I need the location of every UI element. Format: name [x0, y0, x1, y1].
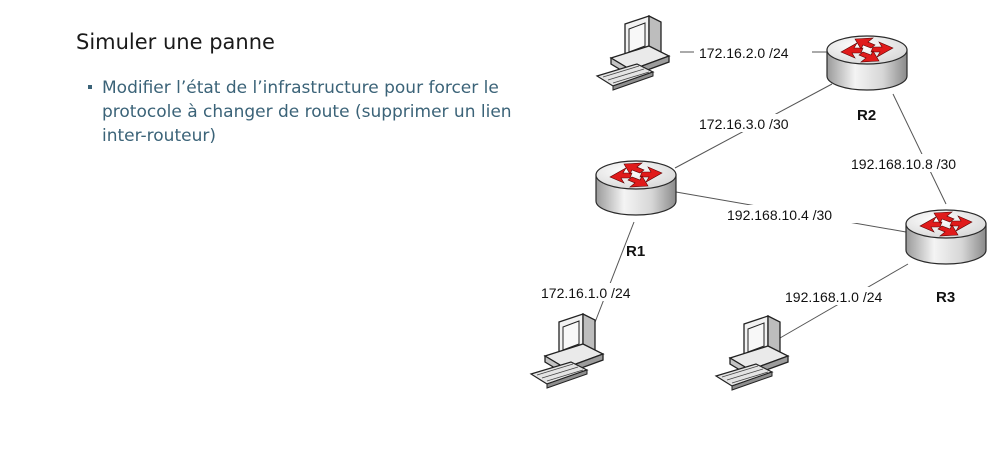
net-label-172-16-3: 172.16.3.0 /30 [699, 116, 789, 132]
computer-r3-icon [715, 315, 789, 391]
net-label-192-168-1: 192.168.1.0 /24 [785, 289, 883, 305]
router-label-r1: R1 [626, 243, 645, 260]
computer-r1-icon [530, 313, 604, 389]
bullet-square-icon [88, 85, 92, 89]
link-r2-r3 [892, 93, 947, 205]
router-label-r2: R2 [857, 107, 876, 124]
router-r2 [826, 35, 908, 91]
router-label-r3: R3 [936, 289, 955, 306]
bullet-item: Modifier l’état de l’infrastructure pour… [88, 76, 518, 148]
router-r1 [595, 160, 677, 216]
bullet-list: Modifier l’état de l’infrastructure pour… [88, 76, 518, 148]
computer-top-icon [596, 15, 670, 91]
net-label-172-16-1: 172.16.1.0 /24 [541, 285, 631, 301]
slide-title: Simuler une panne [76, 30, 275, 54]
link-r1-pc [591, 221, 635, 331]
net-label-192-168-10-8: 192.168.10.8 /30 [851, 156, 956, 172]
net-label-172-16-2: 172.16.2.0 /24 [699, 45, 789, 61]
router-r3 [905, 209, 987, 265]
bullet-text: Modifier l’état de l’infrastructure pour… [102, 78, 512, 146]
net-label-192-168-10-4: 192.168.10.4 /30 [727, 207, 832, 223]
